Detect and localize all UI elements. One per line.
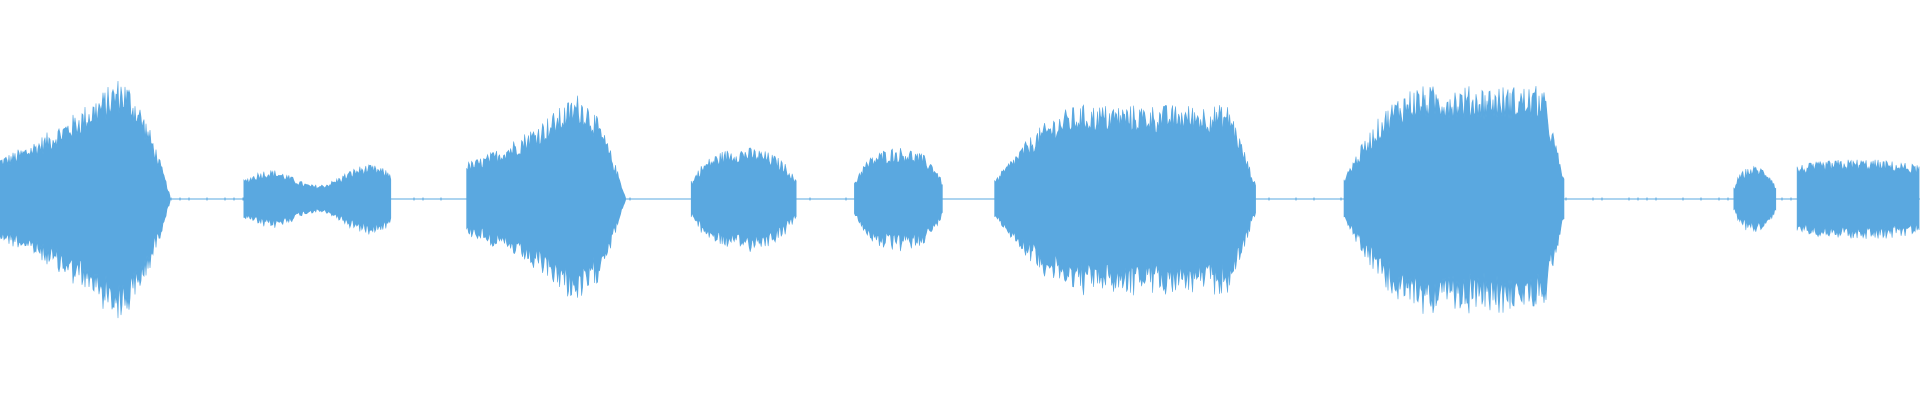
waveform-segment-2 <box>243 164 392 235</box>
waveform-segment-6 <box>994 104 1256 296</box>
waveform-segment-1 <box>0 80 171 319</box>
waveform-segment-9 <box>1796 159 1920 239</box>
waveform-layer <box>0 80 1920 319</box>
waveform-segment-4 <box>690 147 797 252</box>
waveform-segment-3 <box>466 95 626 298</box>
waveform-segment-7 <box>1343 86 1565 314</box>
waveform-segment-5 <box>854 148 943 252</box>
waveform-segment-8 <box>1733 165 1777 232</box>
